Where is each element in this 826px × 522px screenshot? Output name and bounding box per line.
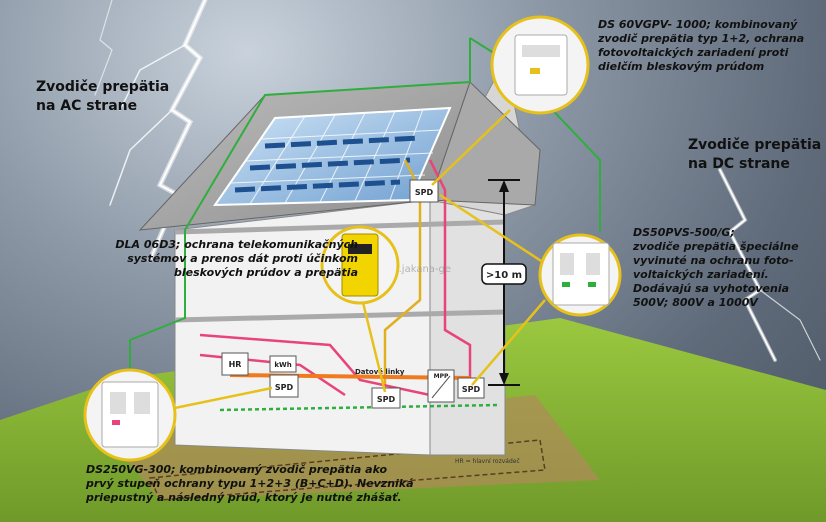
kwh-label: kWh bbox=[274, 361, 291, 369]
solar-panel-icon bbox=[213, 106, 452, 207]
caption-line: 500V; 800V a 1000V bbox=[633, 296, 758, 310]
caption-line: prvý stupeň ochrany typu 1+2+3 (B+C+D). … bbox=[86, 477, 414, 491]
caption-ds50pvs: DS50PVS-500/G; zvodiče prepätia špeciáln… bbox=[633, 226, 825, 310]
ac-side-heading: Zvodiče prepätia na AC strane bbox=[36, 78, 169, 116]
caption-line: voltaických zariadení. bbox=[633, 268, 769, 282]
dc-side-heading: Zvodiče prepätia na DC strane bbox=[688, 136, 821, 174]
caption-line: priepustný a následný prúd, ktorý je nut… bbox=[86, 491, 402, 505]
heading-line: Zvodiče prepätia bbox=[688, 137, 822, 153]
caption-line: bleskových prúdov a prepätia bbox=[174, 266, 358, 280]
watermark-text: www.jakana-ge bbox=[375, 264, 451, 275]
spd-label: SPD bbox=[377, 395, 396, 404]
caption-line: zvodič prepätia typ 1+2, ochrana bbox=[598, 32, 805, 46]
surge-protector-device-icon bbox=[538, 233, 622, 317]
surge-protector-device-icon bbox=[490, 15, 590, 115]
mpp-inverter-box: MPP bbox=[427, 369, 455, 403]
kwh-meter-box: kWh bbox=[269, 355, 297, 373]
caption-line: dielčím bleskovým prúdom bbox=[598, 60, 765, 74]
spd-label: SPD bbox=[275, 383, 294, 392]
legend-text: HR = hlavní rozvádeč bbox=[455, 458, 520, 465]
caption-line: zvodiče prepätia špeciálne bbox=[633, 240, 799, 254]
hr-label: HR bbox=[229, 360, 242, 369]
floor-slab-1 bbox=[174, 309, 506, 323]
house-side-wall bbox=[429, 199, 506, 456]
caption-line: DS50PVS-500/G; bbox=[633, 226, 735, 239]
heading-line: Zvodiče prepätia bbox=[36, 79, 170, 95]
caption-ds250vg: DS250VG-300; kombinovaný zvodič prepätia… bbox=[86, 463, 506, 505]
caption-line: fotovoltaických zariadení proti bbox=[598, 46, 789, 60]
heading-line: na AC strane bbox=[36, 97, 138, 114]
height-label: >10 m bbox=[486, 270, 522, 281]
spd-box-dc: SPD bbox=[457, 377, 485, 399]
heading-line: na DC strane bbox=[688, 155, 790, 172]
mpp-label: MPP bbox=[434, 373, 449, 380]
caption-line: systémov a prenos dát proti účinkom bbox=[127, 252, 358, 266]
spd-label: SPD bbox=[415, 188, 434, 197]
caption-ds60vgpv: DS 60VGPV- 1000; kombinovaný zvodič prep… bbox=[598, 18, 822, 74]
spd-box-roof: SPD bbox=[409, 179, 439, 203]
surge-protector-device-icon bbox=[83, 368, 177, 462]
floor-slab-2 bbox=[174, 219, 506, 235]
ground-ring-electrode bbox=[148, 439, 546, 501]
spd-label: SPD bbox=[462, 385, 481, 394]
caption-line: DS250VG-300; kombinovaný zvodič prepätia… bbox=[86, 463, 388, 476]
caption-line: Dodávajú sa vyhotovenia bbox=[633, 282, 790, 296]
roof-side bbox=[429, 81, 541, 206]
caption-dla06d3: DLA 06D3; ochrana telekomunikačných syst… bbox=[68, 238, 358, 280]
caption-line: vyvinuté na ochranu foto- bbox=[633, 254, 794, 268]
height-badge: >10 m bbox=[481, 263, 527, 285]
caption-line: DS 60VGPV- 1000; kombinovaný bbox=[598, 18, 798, 31]
hr-box: HR bbox=[221, 352, 249, 376]
caption-line: DLA 06D3; ochrana telekomunikačných bbox=[115, 238, 358, 251]
spd-box-data: SPD bbox=[371, 387, 401, 409]
spd-box-main: SPD bbox=[269, 374, 299, 398]
surge-protector-device-icon bbox=[320, 225, 400, 305]
